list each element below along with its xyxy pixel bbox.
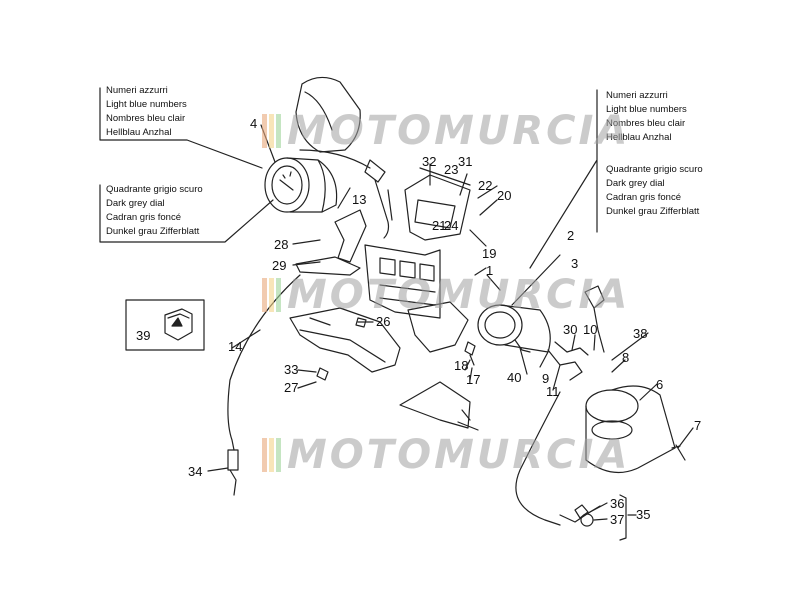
label-line: Dunkel grau Zifferblatt: [606, 206, 700, 217]
washer-37: [580, 513, 594, 527]
hazard-switch: [164, 308, 193, 341]
part-number-label: 18: [454, 358, 468, 373]
screw-17: [464, 341, 476, 366]
part-number-label: 30: [563, 322, 577, 337]
bracket: [295, 209, 367, 276]
part-number-label: 28: [274, 237, 288, 252]
part-number-labels: 4 32 23 31 22 20 21 24 13 28 29 19 1 2 3…: [136, 116, 701, 527]
leader-line-right: [529, 89, 598, 269]
warning-light-panel: [364, 167, 471, 319]
leader-line-left-bottom: [99, 184, 274, 243]
watermark-stripes: [262, 278, 281, 312]
cable-end: [574, 504, 601, 519]
switch-box: [125, 299, 205, 351]
watermark-logo: MOTOMURCIA: [262, 108, 630, 154]
watermark-text: MOTOMURCIA: [287, 272, 631, 318]
part-number-label: 33: [284, 362, 298, 377]
label-line: Cadran gris foncé: [606, 192, 681, 203]
label-right-bottom: Quadrante grigio scuro Dark grey dial Ca…: [606, 163, 703, 219]
rev-counter-cable: [227, 274, 301, 451]
label-right-top: Numeri azzurri Light blue numbers Nombre…: [606, 89, 687, 145]
rev-counter-gauge: [264, 157, 338, 213]
part-number-label: 11: [546, 384, 560, 399]
rev-counter-shroud: [295, 76, 361, 153]
part-number-label: 8: [622, 350, 629, 365]
part-number-label: 40: [507, 370, 521, 385]
part-number-label: 34: [188, 464, 202, 479]
label-line: Dark grey dial: [606, 178, 665, 189]
part-number-label: 21: [432, 218, 446, 233]
label-line: Nombres bleu clair: [606, 118, 686, 129]
part-number-label: 26: [376, 314, 390, 329]
part-number-label: 32: [422, 154, 436, 169]
part-number-label: 6: [656, 377, 663, 392]
leader-line-left-top: [99, 87, 263, 169]
watermark-stripes: [262, 114, 281, 148]
part-number-label: 19: [482, 246, 496, 261]
dashboard-cover: [289, 307, 401, 373]
label-line: Light blue numbers: [106, 99, 187, 110]
part-number-label: 7: [694, 418, 701, 433]
part-number-label: 1: [486, 263, 493, 278]
part-number-label: 31: [458, 154, 472, 169]
label-line: Dunkel grau Zifferblatt: [106, 226, 200, 237]
label-line: Hellblau Anzhal: [106, 127, 172, 138]
label-left-bottom: Quadrante grigio scuro Dark grey dial Ca…: [106, 183, 203, 239]
part-number-label: 2: [567, 228, 574, 243]
speedo-cable: [515, 391, 561, 521]
part-number-label: 39: [136, 328, 150, 343]
part-number-label: 20: [497, 188, 511, 203]
lower-cover: [399, 381, 471, 429]
watermark-logo: MOTOMURCIA: [262, 432, 630, 478]
part-number-label: 38: [633, 326, 647, 341]
part-number-label: 24: [444, 218, 458, 233]
part-number-label: 36: [610, 496, 624, 511]
part-number-label: 4: [250, 116, 257, 131]
screw-33: [316, 367, 329, 381]
part-number-label: 23: [444, 162, 458, 177]
part-number-label: 13: [352, 192, 366, 207]
watermark-text: MOTOMURCIA: [287, 108, 631, 154]
label-line: Light blue numbers: [606, 104, 687, 115]
part-number-label: 3: [571, 256, 578, 271]
label-line: Hellblau Anzhal: [606, 132, 672, 143]
connector-3: [584, 285, 605, 353]
screw-26: [355, 317, 367, 328]
part-number-label: 27: [284, 380, 298, 395]
watermark-stripes: [262, 438, 281, 472]
label-line: Numeri azzurri: [106, 85, 168, 96]
label-line: Nombres bleu clair: [106, 113, 186, 124]
part-number-label: 37: [610, 512, 624, 527]
tach-cable: [299, 149, 393, 239]
part-number-label: 9: [542, 371, 549, 386]
part-number-label: 35: [636, 507, 650, 522]
part-number-label: 17: [466, 372, 480, 387]
part-number-label: 10: [583, 322, 597, 337]
part-number-label: 22: [478, 178, 492, 193]
label-line: Quadrante grigio scuro: [106, 184, 203, 195]
cable-end-34: [227, 449, 239, 496]
part-number-label: 29: [272, 258, 286, 273]
label-line: Dark grey dial: [106, 198, 165, 209]
gauge-cup: [585, 385, 676, 474]
label-line: Quadrante grigio scuro: [606, 164, 703, 175]
watermark-text: MOTOMURCIA: [287, 432, 631, 478]
fairing-bracket: [407, 301, 469, 353]
label-left-top: Numeri azzurri Light blue numbers Nombre…: [106, 84, 187, 140]
part-number-label: 14: [228, 339, 242, 354]
watermark-logo: MOTOMURCIA: [262, 272, 630, 318]
cable-9-11: [547, 341, 589, 381]
label-line: Numeri azzurri: [606, 90, 668, 101]
label-line: Cadran gris foncé: [106, 212, 181, 223]
